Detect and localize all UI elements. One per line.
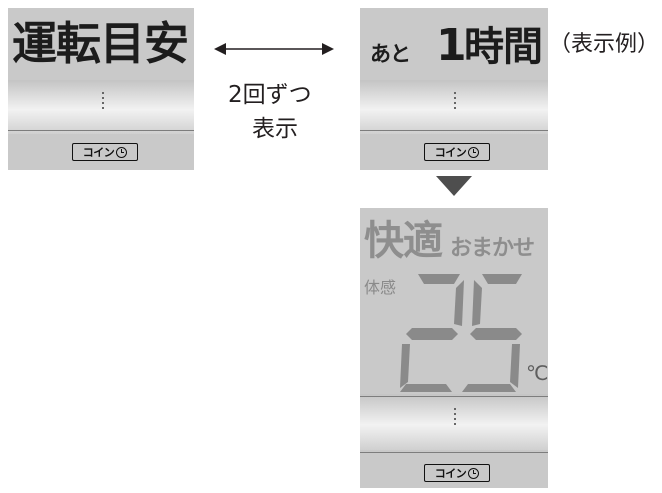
remaining-hours-number: 1 (436, 20, 467, 71)
double-arrow-icon (214, 43, 334, 55)
down-arrow-icon (436, 176, 472, 196)
comfort-mode-kanji: 快適 (364, 218, 443, 264)
remaining-hours-unit: 時間 (464, 24, 543, 70)
comfort-mode-kana: おまかせ (450, 236, 535, 261)
coin-button-label: コイン (434, 466, 467, 480)
panel-sheen (360, 394, 548, 450)
display-example-note: （表示例） (549, 32, 660, 57)
caption-line-1: 2回ずつ (228, 82, 312, 108)
divider-line-top (360, 396, 548, 397)
coin-button-label: コイン (82, 145, 115, 159)
caption-line-2: 表示 (252, 116, 298, 142)
operation-guide-text: 運転目安 (12, 17, 189, 70)
display-panel-bottom: 快適 おまかせ 体感 25 ℃ コイン (360, 208, 548, 488)
remaining-prefix-text: あと (370, 42, 411, 66)
coin-timer-button[interactable]: コイン (424, 464, 490, 482)
temperature-value: 25 (398, 268, 400, 269)
divider-line (360, 452, 548, 453)
vertical-dots (101, 92, 105, 112)
panel-sheen (8, 80, 194, 134)
temperature-segment-display: 25 (398, 268, 522, 392)
vertical-dots (453, 92, 457, 112)
temperature-unit: ℃ (526, 361, 548, 385)
display-panel-left: 運転目安 コイン (8, 8, 194, 170)
perceived-temperature-label: 体感 (364, 278, 397, 297)
clock-icon (468, 467, 480, 479)
clock-icon (468, 146, 480, 158)
divider-line (8, 130, 194, 131)
clock-icon (116, 146, 128, 158)
coin-timer-button[interactable]: コイン (72, 143, 138, 161)
coin-button-label: コイン (434, 145, 467, 159)
divider-line (360, 130, 548, 131)
coin-timer-button[interactable]: コイン (424, 143, 490, 161)
vertical-dots (453, 408, 457, 428)
display-panel-right: あと 1 時間 コイン (360, 8, 548, 170)
